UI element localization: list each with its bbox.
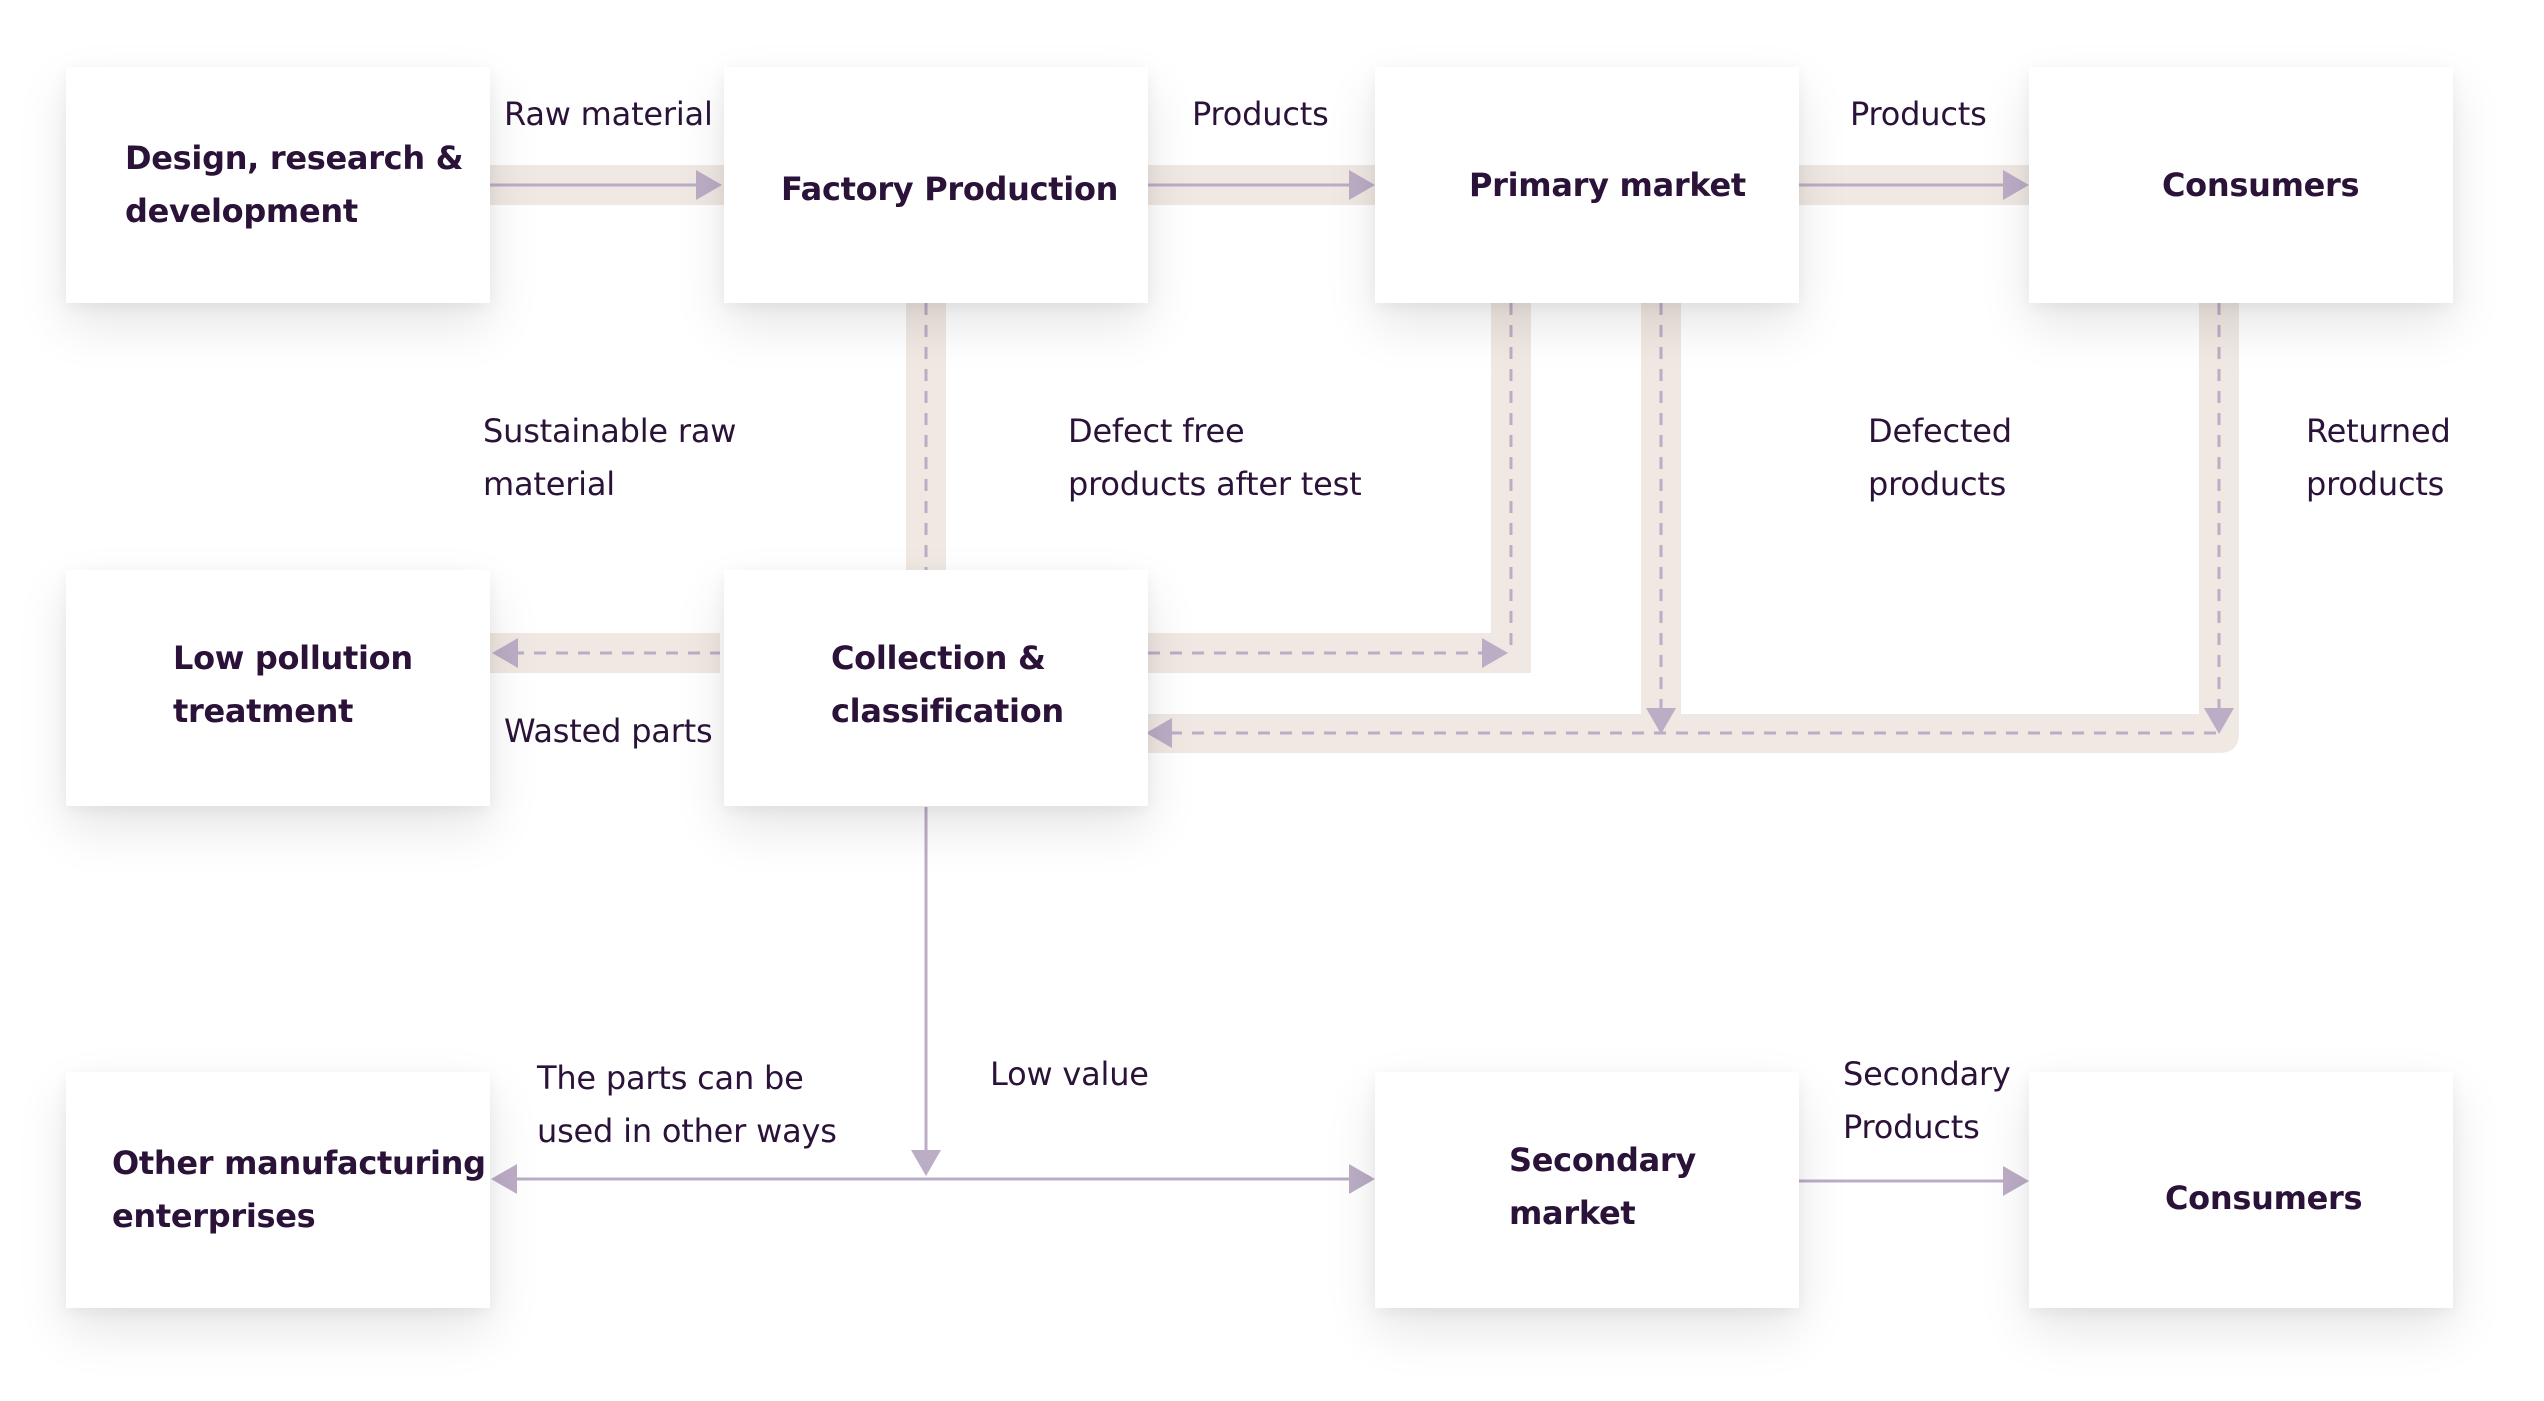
node-title: Design, research & development (125, 132, 463, 238)
node-consumers-top[interactable]: Consumers (2029, 67, 2453, 303)
band-defected (1641, 303, 1681, 734)
node-title-line: Other manufacturing (112, 1144, 486, 1182)
node-title: Consumers (2165, 1172, 2362, 1225)
band-return-horizontal (1148, 714, 2239, 753)
edge-label-line: products (1868, 465, 2007, 503)
arrowhead-left-icon (1146, 718, 1172, 748)
dashed-connectors (512, 303, 2221, 735)
node-secondary-market[interactable]: Secondary market (1375, 1072, 1799, 1308)
node-title: Collection & classification (831, 632, 1064, 738)
node-title-line: Factory Production (781, 169, 1119, 208)
node-title: Consumers (2162, 159, 2359, 212)
arrowhead-right-icon (2003, 1166, 2029, 1196)
node-consumers-bottom[interactable]: Consumers (2029, 1072, 2453, 1308)
node-title-line: Collection & (831, 639, 1046, 677)
arrowhead-right-icon (1482, 638, 1508, 668)
arrowhead-left-icon (492, 638, 518, 668)
node-title: Primary market (1469, 159, 1746, 212)
node-title-line: Consumers (2162, 165, 2360, 204)
edge-label-line: Defect free (1068, 412, 1245, 450)
node-low-pollution-treatment[interactable]: Low pollution treatment (66, 570, 490, 806)
node-title: Other manufacturing enterprises (112, 1137, 486, 1243)
arrowhead-down-icon (911, 1150, 941, 1176)
arrowhead-left-icon (491, 1164, 517, 1194)
edge-label-line: material (483, 465, 615, 503)
edge-label-products-2: Products (1850, 88, 1987, 141)
node-title-line: Primary market (1469, 165, 1746, 204)
node-title: Secondary market (1509, 1134, 1696, 1240)
edge-label-sustainable-raw-material: Sustainable raw material (483, 405, 736, 511)
node-collection-classification[interactable]: Collection & classification (724, 570, 1148, 806)
node-title-line: classification (831, 692, 1064, 730)
edge-label-defected-products: Defected products (1868, 405, 2012, 511)
node-design[interactable]: Design, research & development (66, 67, 490, 303)
edge-label-products-1: Products (1192, 88, 1329, 141)
edge-label-line: Products (1843, 1108, 1980, 1146)
node-title-line: Consumers (2165, 1178, 2363, 1217)
node-title-line: treatment (173, 692, 354, 730)
edge-label-line: Products (1192, 95, 1329, 133)
edge-label-returned-products: Returned products (2306, 405, 2451, 511)
edge-label-line: Products (1850, 95, 1987, 133)
edge-label-raw-material: Raw material (504, 88, 713, 141)
edge-label-low-value: Low value (990, 1048, 1149, 1101)
edge-label-line: used in other ways (537, 1112, 837, 1150)
node-title-line: market (1509, 1194, 1636, 1232)
arrowhead-down-icon (1646, 708, 1676, 734)
node-primary-market[interactable]: Primary market (1375, 67, 1799, 303)
node-title-line: development (125, 192, 358, 230)
node-title-line: Low pollution (173, 639, 413, 677)
edge-label-wasted-parts: Wasted parts (504, 705, 713, 758)
edge-label-secondary-products: Secondary Products (1843, 1048, 2011, 1154)
arrowhead-down-icon (2204, 708, 2234, 734)
arrowhead-right-icon (696, 170, 722, 200)
node-factory-production[interactable]: Factory Production (724, 67, 1148, 303)
node-title-line: enterprises (112, 1197, 316, 1235)
edge-label-line: Secondary (1843, 1055, 2011, 1093)
arrowhead-right-icon (2003, 170, 2029, 200)
node-title: Low pollution treatment (173, 632, 413, 738)
edge-label-line: Sustainable raw (483, 412, 737, 450)
edge-label-line: products after test (1068, 465, 1362, 503)
node-other-manufacturing[interactable]: Other manufacturing enterprises (66, 1072, 490, 1308)
edge-label-line: Returned (2306, 412, 2451, 450)
arrowhead-right-icon (1349, 170, 1375, 200)
edge-label-line: Wasted parts (504, 712, 713, 750)
node-title-line: Design, research & (125, 139, 464, 177)
node-title: Factory Production (781, 163, 1118, 216)
node-title-line: Secondary (1509, 1141, 1696, 1179)
edge-label-line: Raw material (504, 95, 713, 133)
solid-connectors (490, 183, 2006, 1183)
edge-label-line: The parts can be (537, 1059, 804, 1097)
band-returned (2199, 303, 2239, 734)
arrowhead-right-icon (1349, 1164, 1375, 1194)
edge-label-line: Defected (1868, 412, 2012, 450)
edge-label-line: products (2306, 465, 2445, 503)
edge-label-defect-free: Defect free products after test (1068, 405, 1362, 511)
arrowheads (491, 170, 2234, 1196)
edge-label-other-ways: The parts can be used in other ways (537, 1052, 837, 1158)
edge-label-line: Low value (990, 1055, 1149, 1093)
